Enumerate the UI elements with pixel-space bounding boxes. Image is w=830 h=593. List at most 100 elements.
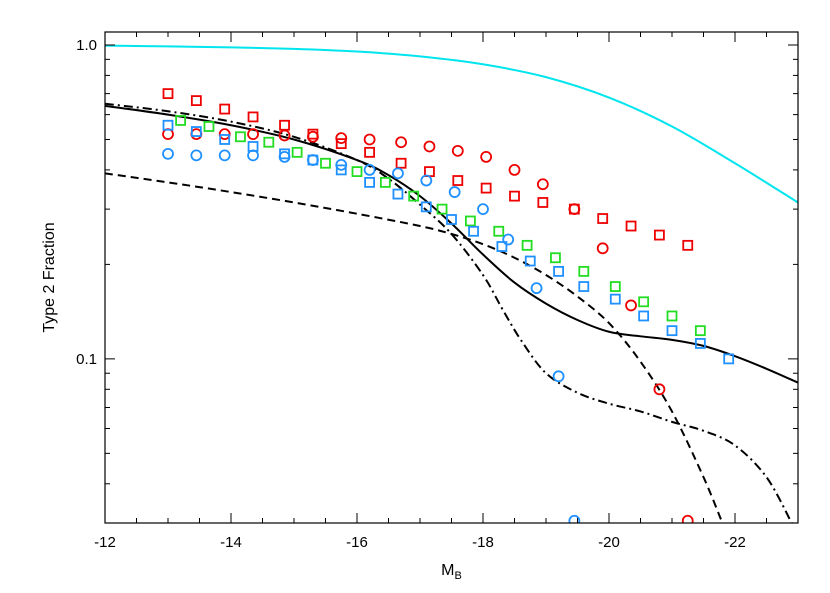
data-point-circle bbox=[306, 154, 319, 166]
data-point-square bbox=[521, 239, 533, 251]
data-point-circle bbox=[363, 133, 376, 146]
data-point-circle bbox=[552, 370, 565, 383]
data-point-circle bbox=[420, 174, 433, 187]
x-tick-label: -14 bbox=[220, 534, 242, 551]
data-point-circle bbox=[681, 514, 694, 523]
plot-frame bbox=[104, 31, 799, 524]
line-series-dashdot-3 bbox=[105, 102, 793, 523]
data-point-square bbox=[364, 146, 376, 158]
data-point-square bbox=[219, 103, 231, 115]
marker-series-layer bbox=[162, 88, 735, 523]
data-point-square bbox=[190, 95, 202, 107]
x-axis-label-subscript: B bbox=[454, 570, 461, 582]
data-point-square bbox=[219, 134, 231, 145]
data-point-square bbox=[666, 325, 678, 337]
data-point-square bbox=[625, 220, 637, 232]
data-point-circle bbox=[395, 136, 408, 149]
data-point-square bbox=[468, 225, 479, 237]
x-tick-label: -22 bbox=[724, 534, 746, 551]
data-point-square bbox=[638, 310, 650, 322]
data-point-circle bbox=[218, 149, 231, 162]
data-point-square bbox=[364, 176, 376, 188]
line-series-solid-1 bbox=[105, 104, 798, 384]
data-point-square bbox=[609, 293, 621, 305]
data-point-circle bbox=[625, 299, 637, 312]
data-point-square bbox=[578, 281, 590, 292]
data-point-square bbox=[395, 157, 407, 169]
data-point-square bbox=[480, 182, 492, 194]
data-point-square bbox=[291, 146, 303, 158]
data-point-circle bbox=[247, 128, 259, 141]
data-point-circle bbox=[448, 186, 461, 198]
data-point-circle bbox=[306, 130, 319, 143]
data-point-circle bbox=[596, 242, 609, 255]
data-point-square bbox=[379, 176, 391, 188]
data-point-circle bbox=[480, 151, 493, 163]
y-tick-label: 0.1 bbox=[76, 351, 97, 368]
data-point-circle bbox=[335, 158, 348, 171]
data-point-circle bbox=[568, 514, 581, 523]
data-point-square bbox=[509, 190, 520, 202]
data-point-circle bbox=[162, 147, 174, 160]
data-point-circle bbox=[335, 132, 348, 145]
data-point-square bbox=[493, 225, 505, 237]
data-point-square bbox=[682, 239, 694, 251]
x-axis-label: MB bbox=[441, 562, 462, 582]
x-tick-label: -12 bbox=[94, 534, 116, 551]
data-point-square bbox=[452, 175, 464, 186]
data-point-square bbox=[420, 201, 432, 213]
data-point-square bbox=[335, 138, 347, 150]
data-point-square bbox=[247, 111, 259, 123]
data-point-square bbox=[694, 338, 706, 349]
data-point-square bbox=[537, 197, 549, 208]
data-point-circle bbox=[278, 129, 291, 142]
data-point-circle bbox=[508, 163, 521, 176]
data-point-square bbox=[524, 255, 536, 267]
data-point-circle bbox=[653, 383, 666, 396]
data-point-square bbox=[597, 213, 609, 224]
data-point-square bbox=[496, 241, 508, 252]
data-point-circle bbox=[278, 151, 291, 163]
data-point-square bbox=[175, 115, 187, 126]
data-point-square bbox=[263, 136, 275, 148]
y-tick-label: 1.0 bbox=[76, 37, 97, 54]
data-point-square bbox=[320, 157, 331, 169]
data-point-square bbox=[190, 126, 202, 137]
data-point-square bbox=[723, 353, 735, 365]
data-point-circle bbox=[568, 203, 581, 216]
data-point-circle bbox=[451, 144, 464, 157]
x-tick-label: -18 bbox=[472, 534, 494, 551]
data-point-circle bbox=[536, 178, 549, 191]
line-series-dashed-2 bbox=[105, 172, 724, 523]
axis-ticks bbox=[104, 32, 799, 524]
x-axis-label-main: M bbox=[441, 562, 454, 579]
tick-labels: -12-14-16-18-20-220.11.0 bbox=[76, 37, 746, 551]
data-point-square bbox=[694, 325, 706, 337]
data-point-square bbox=[335, 164, 347, 176]
data-point-square bbox=[553, 265, 564, 277]
data-point-circle bbox=[423, 140, 436, 153]
data-point-square bbox=[578, 265, 590, 277]
data-point-square bbox=[654, 229, 665, 241]
data-point-square bbox=[550, 252, 561, 264]
data-point-circle bbox=[190, 149, 203, 162]
data-point-square bbox=[638, 296, 650, 308]
data-point-circle bbox=[392, 167, 404, 180]
data-point-square bbox=[392, 188, 404, 200]
data-point-square bbox=[162, 88, 174, 100]
data-point-square bbox=[464, 215, 476, 227]
data-point-square bbox=[162, 119, 174, 131]
data-point-square bbox=[235, 131, 246, 143]
data-point-square bbox=[203, 121, 215, 132]
data-point-square bbox=[408, 190, 420, 202]
data-point-circle bbox=[247, 149, 259, 162]
line-series-solid-0 bbox=[105, 44, 798, 204]
y-axis-label: Type 2 Fraction bbox=[41, 222, 58, 332]
data-point-circle bbox=[502, 233, 515, 246]
data-point-circle bbox=[190, 128, 203, 141]
data-point-square bbox=[351, 166, 363, 178]
data-point-square bbox=[436, 203, 448, 215]
data-point-circle bbox=[363, 163, 376, 176]
line-series-layer bbox=[105, 44, 798, 523]
